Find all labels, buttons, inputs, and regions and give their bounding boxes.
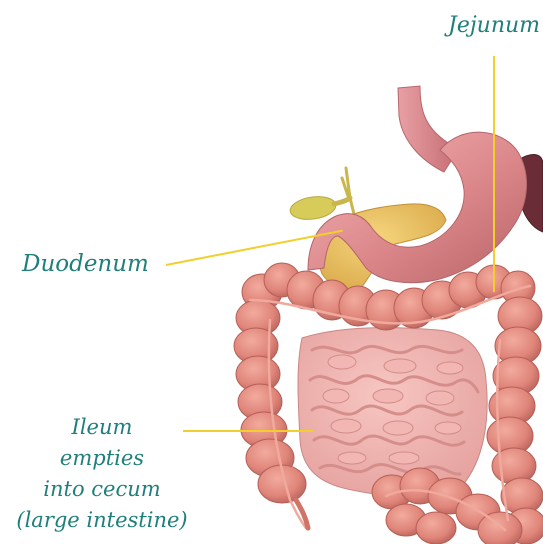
duodenum-label: Duodenum: [22, 250, 149, 279]
ileum-label-line-3: into cecum: [0, 474, 204, 505]
jejunum-leader-line: [493, 56, 495, 292]
ileum-label-line-4: (large intestine): [0, 505, 204, 536]
ileum-label-line-2: empties: [0, 443, 204, 474]
gallbladder-shape: [289, 194, 338, 222]
ileum-label: Ileum empties into cecum (large intestin…: [0, 412, 204, 536]
ileum-label-line-1: Ileum: [0, 412, 204, 443]
jejunum-label: Jejunum: [448, 12, 540, 40]
